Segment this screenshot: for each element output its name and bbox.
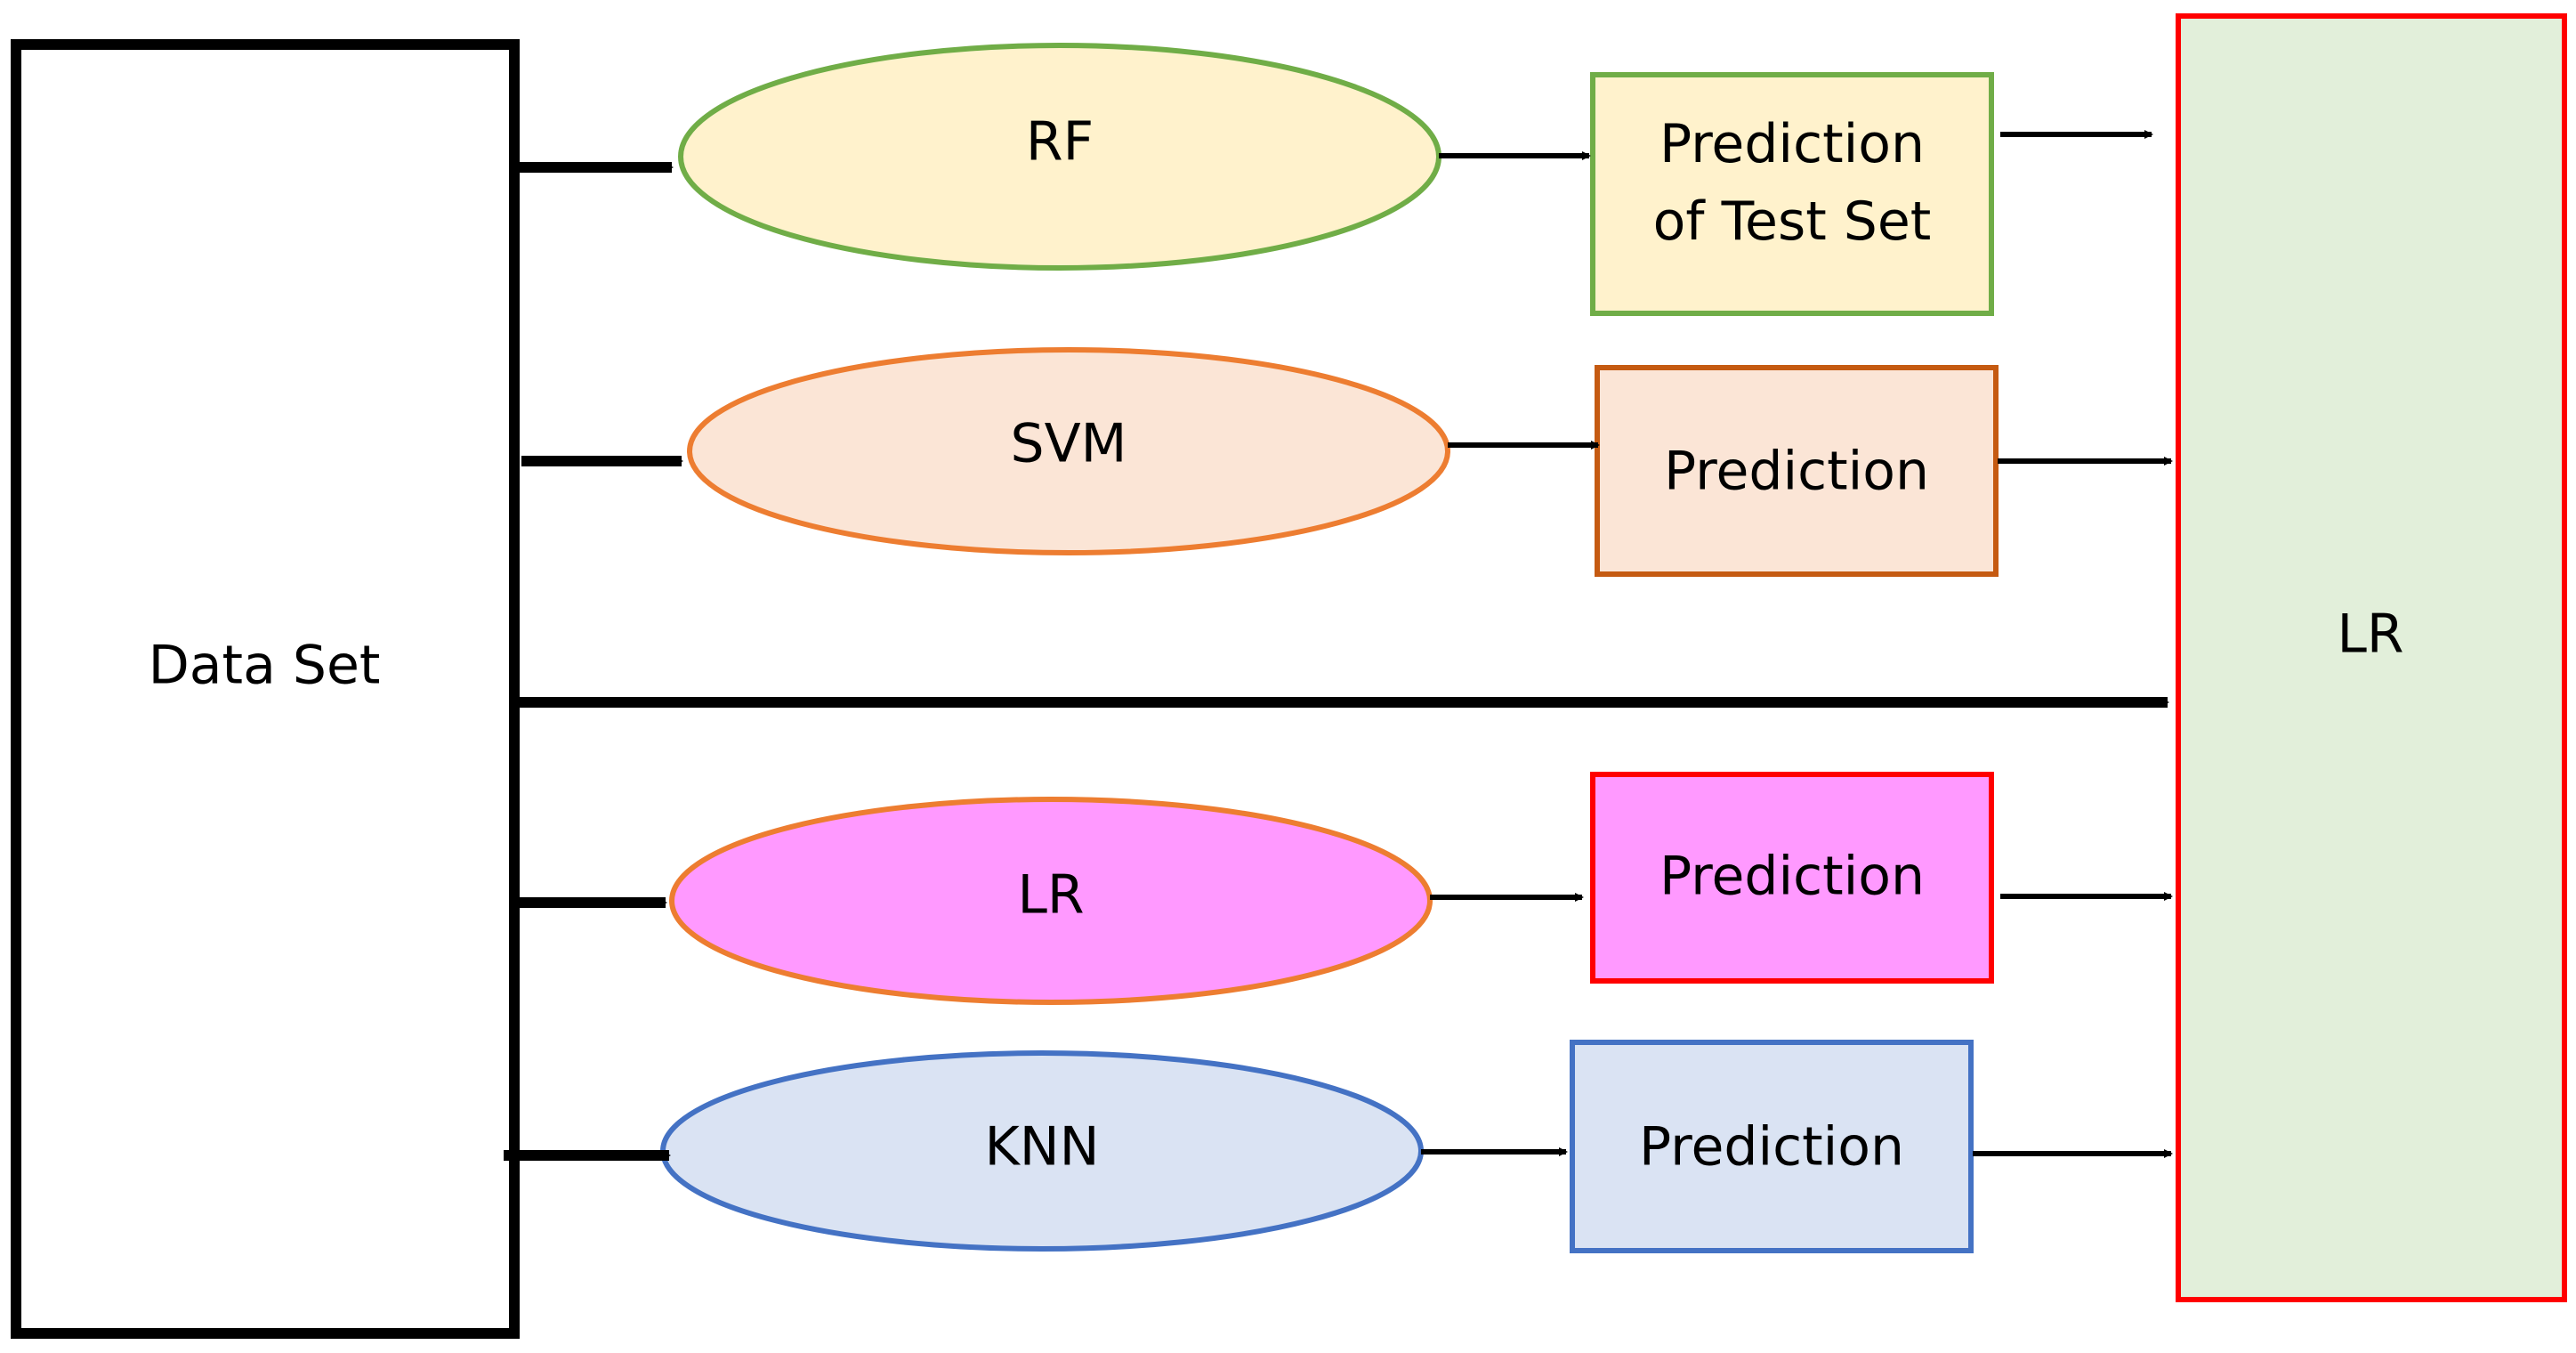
prediction-lr-label: Prediction [1659, 845, 1926, 908]
prediction-knn-label: Prediction [1638, 1115, 1905, 1179]
meta-lr-label: LR [2337, 603, 2404, 666]
model-rf-label: RF [1025, 110, 1094, 174]
model-lr-ellipse [669, 797, 1433, 1005]
prediction-svm-label: Prediction [1663, 440, 1930, 503]
prediction-rf-line1: Prediction [1659, 113, 1926, 175]
prediction-lr-box [1590, 772, 1994, 984]
dataset-label: Data Set [148, 634, 381, 697]
model-knn-label: KNN [984, 1115, 1100, 1179]
prediction-knn-box [1570, 1040, 1974, 1253]
model-lr-label: LR [1017, 863, 1085, 927]
model-svm-label: SVM [1010, 412, 1127, 475]
prediction-svm-box [1595, 365, 1999, 577]
prediction-rf-line2: of Test Set [1652, 190, 1932, 253]
meta-lr-box [2176, 13, 2567, 1302]
prediction-rf-box [1590, 72, 1994, 316]
model-svm-ellipse [687, 347, 1450, 555]
prediction-rf-label: Prediction of Test Set [1653, 106, 1932, 261]
dataset-box [11, 39, 520, 1339]
